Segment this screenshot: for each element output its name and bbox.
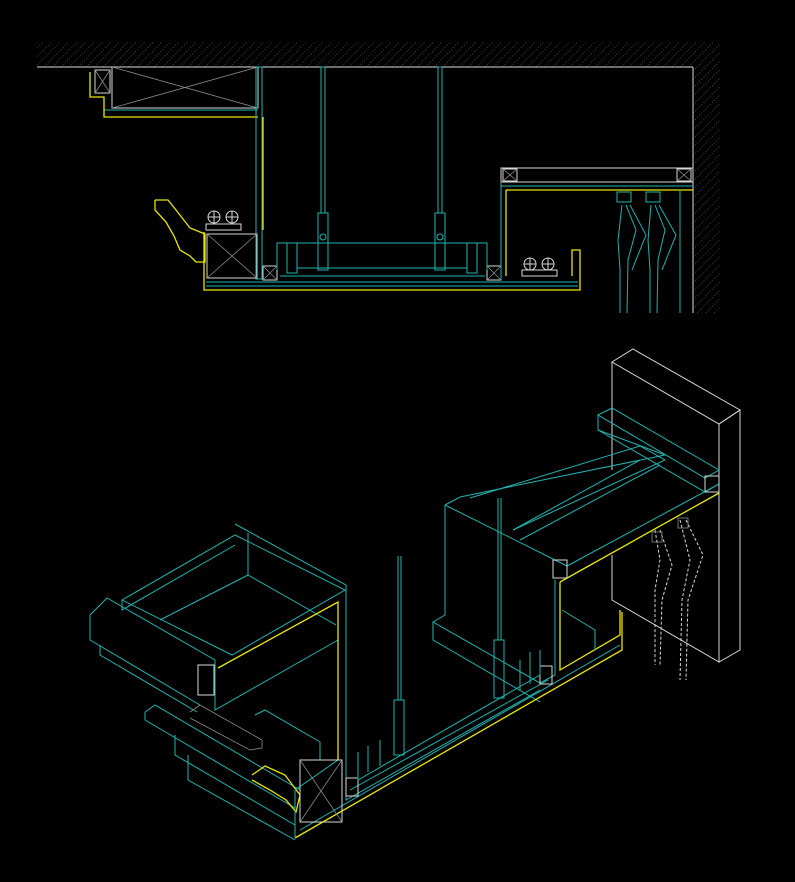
iso-wall-side bbox=[718, 409, 741, 663]
hanger-rods bbox=[317, 66, 446, 271]
right-wall bbox=[693, 67, 720, 313]
section-elevation bbox=[37, 42, 720, 314]
ceiling-slab bbox=[37, 42, 720, 67]
ceiling-tray-finish bbox=[203, 232, 581, 291]
left-duct-box bbox=[89, 66, 259, 118]
cornice-molding bbox=[154, 199, 206, 263]
iso-wall-top bbox=[611, 348, 741, 425]
iso-curtains bbox=[651, 517, 704, 681]
light-fixtures-right bbox=[521, 257, 558, 277]
curtains bbox=[616, 190, 681, 314]
isometric-view bbox=[89, 348, 741, 841]
iso-cornice bbox=[251, 765, 301, 814]
iso-hanger-rods bbox=[357, 498, 541, 781]
light-fixtures-left bbox=[205, 210, 242, 231]
iso-tray-finish bbox=[294, 612, 623, 839]
curtain-box bbox=[500, 167, 694, 280]
